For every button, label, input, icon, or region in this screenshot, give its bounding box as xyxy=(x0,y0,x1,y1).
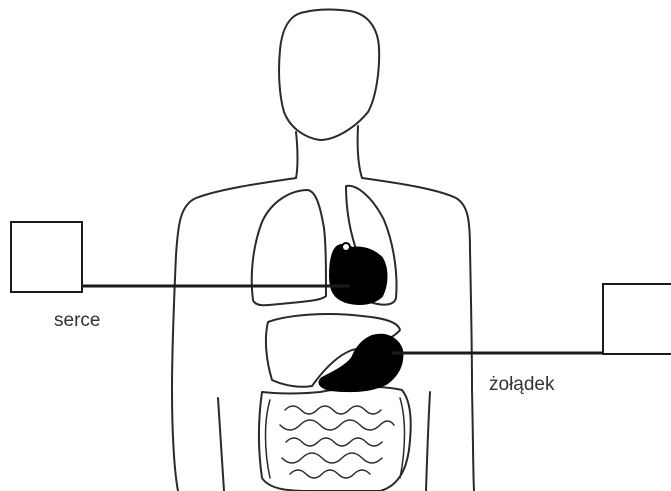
stomach-answer-box[interactable] xyxy=(602,283,671,355)
left-lung xyxy=(252,190,326,305)
stomach-label: żołądek xyxy=(489,374,555,396)
left-arm-inner xyxy=(218,398,224,491)
head-outline xyxy=(279,10,379,140)
heart-label: serce xyxy=(54,310,100,332)
intestines-outline xyxy=(259,387,411,491)
heart xyxy=(330,245,387,304)
intestine-loops xyxy=(266,398,405,478)
heart-answer-box[interactable] xyxy=(10,221,83,293)
body-outline-right xyxy=(358,126,474,491)
body-outline-left xyxy=(172,132,298,491)
right-arm-inner xyxy=(426,392,430,491)
heart-vessel xyxy=(342,243,350,251)
